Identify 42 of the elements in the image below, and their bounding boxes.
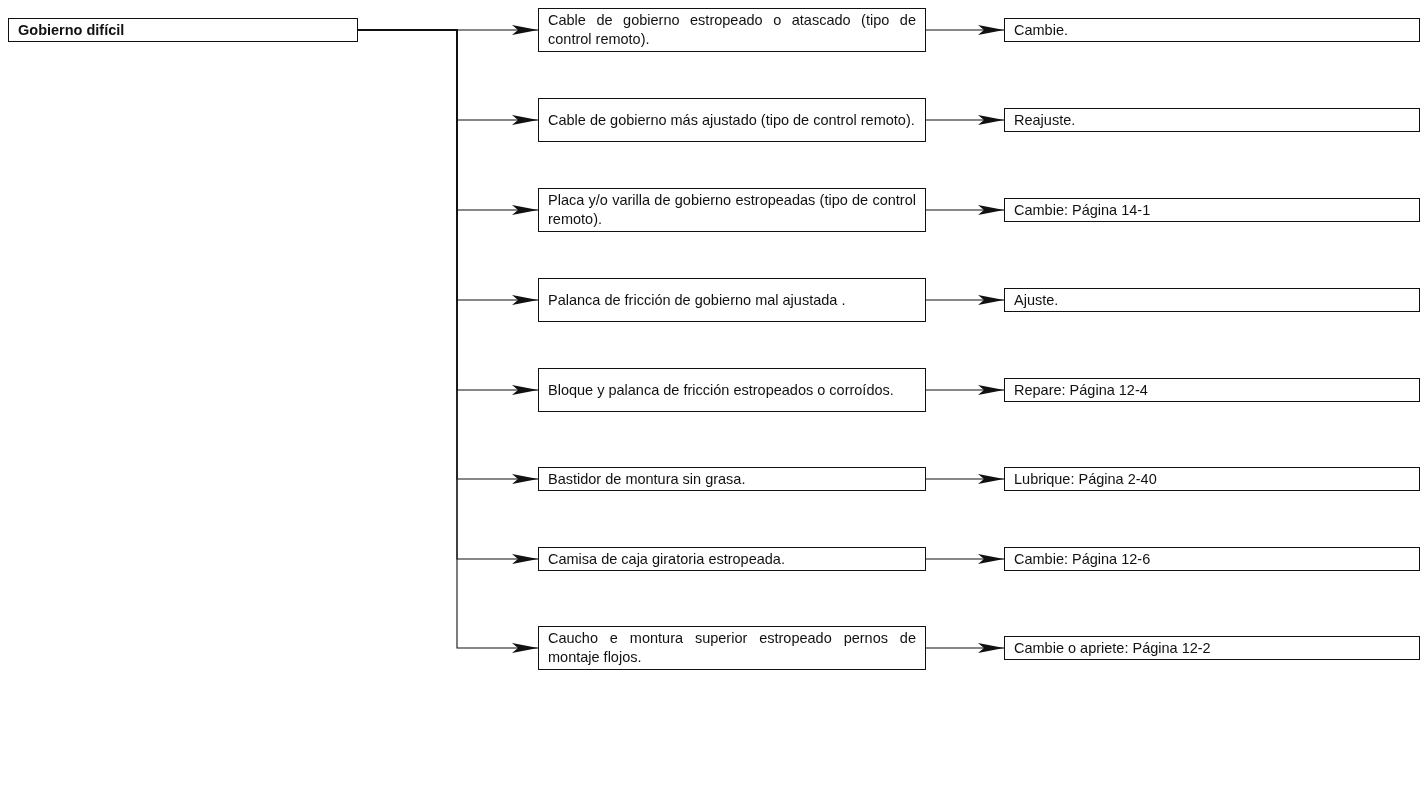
remedy-box — [1004, 547, 1420, 571]
cause-box — [538, 8, 926, 52]
remedy-box — [1004, 378, 1420, 402]
box-text: Cable de gobierno más ajustado (tipo de control remoto). — [548, 110, 916, 130]
box-text: Cambie: Página 12-6 — [1014, 549, 1152, 569]
remedy-box — [1004, 636, 1420, 660]
remedy-box — [1004, 18, 1420, 42]
arrow — [925, 474, 1005, 484]
remedy-box — [1004, 288, 1420, 312]
cause-box — [538, 368, 926, 412]
arrow — [925, 385, 1005, 395]
remedy-box — [1004, 108, 1420, 132]
remedy-box — [1004, 198, 1420, 222]
cause-box — [538, 98, 926, 142]
box-text: Caucho e montura superior estropeado pernos de montaje flojos. — [548, 629, 916, 667]
box-text: Bloque y palanca de fricción estropeados o corroídos. — [548, 380, 895, 400]
box-text: Cambie. — [1014, 20, 1069, 40]
cause-box — [538, 547, 926, 571]
box-text: Reajuste. — [1014, 110, 1077, 130]
cause-box — [538, 467, 926, 491]
box-text: Gobierno difícil — [18, 20, 126, 40]
arrow — [925, 643, 1005, 653]
arrow — [925, 554, 1005, 564]
box-text: Ajuste. — [1014, 290, 1060, 310]
box-text: Cable de gobierno estropeado o atascado (tipo de control remoto). — [548, 11, 916, 49]
cause-box — [538, 278, 926, 322]
arrow — [925, 115, 1005, 125]
problem-box — [8, 18, 358, 42]
cause-box — [538, 188, 926, 232]
box-text: Camisa de caja giratoria estropeada. — [548, 549, 786, 569]
arrow — [925, 205, 1005, 215]
arrow — [925, 25, 1005, 35]
arrow — [925, 295, 1005, 305]
box-text: Placa y/o varilla de gobierno estropeadas (tipo de control remoto). — [548, 191, 916, 229]
box-text: Bastidor de montura sin grasa. — [548, 469, 747, 489]
cause-box — [538, 626, 926, 670]
box-text: Palanca de fricción de gobierno mal ajustada . — [548, 290, 847, 310]
box-text: Repare: Página 12-4 — [1014, 380, 1149, 400]
box-text: Cambie o apriete: Página 12-2 — [1014, 638, 1212, 658]
box-text: Lubrique: Página 2-40 — [1014, 469, 1158, 489]
box-text: Cambie: Página 14-1 — [1014, 200, 1152, 220]
remedy-box — [1004, 467, 1420, 491]
